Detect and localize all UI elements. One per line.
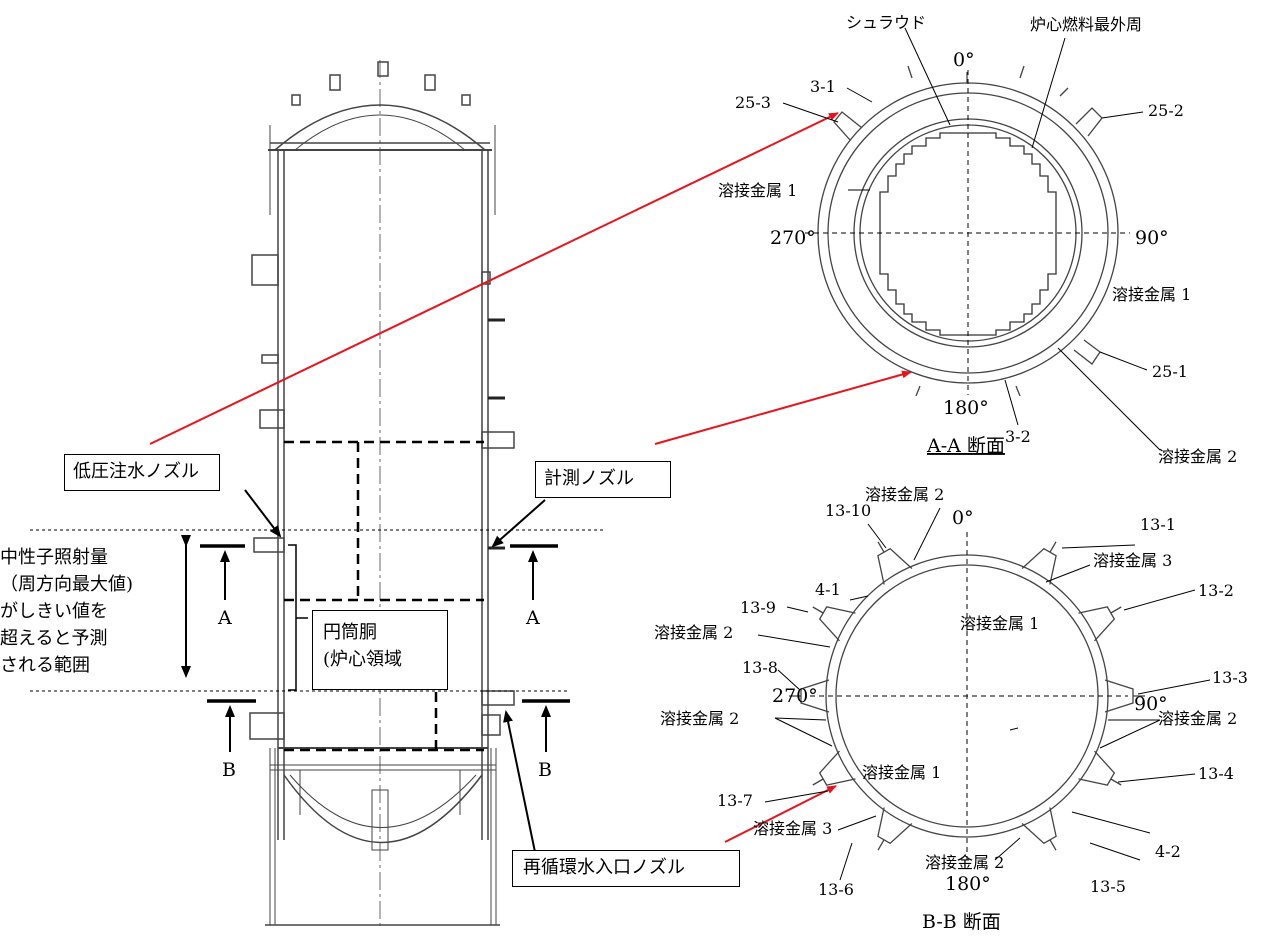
bb-13-2: 13-2 (1198, 581, 1234, 600)
bb-deg0: 0° (952, 507, 974, 529)
bb-deg180: 180° (945, 873, 991, 895)
bb-nozzle-tip (877, 541, 885, 553)
neutron-fluence-region-text: 中性子照射量 （周方向最大値) がしきい値を 超えると予測 される範囲 (0, 547, 134, 676)
bb-nozzle-tip (1110, 778, 1122, 786)
bb-nozzle-tip (1049, 541, 1057, 553)
shell-bracket (288, 544, 308, 691)
bb-weld2-top: 溶接金属 2 (865, 485, 944, 504)
section-b-left-label: B (222, 759, 236, 781)
aa-25-2: 25-2 (1148, 101, 1184, 120)
section-b-right-label: B (538, 759, 552, 781)
bb-weld1-tr: 溶接金属 1 (960, 614, 1039, 633)
bb-deg90: 90° (1134, 693, 1168, 715)
red-arrow-recirc-to-bb (724, 785, 837, 843)
cylindrical-shell-label: 円筒胴 (炉心領域 (312, 610, 448, 690)
bb-13-5: 13-5 (1090, 877, 1126, 896)
reactor-vessel-drawing (249, 60, 515, 930)
aa-weld2: 溶接金属 2 (1158, 447, 1237, 466)
bb-weld3-tr: 溶接金属 3 (1093, 551, 1172, 570)
section-a-left-label: A (217, 607, 232, 629)
bb-deg270: 270° (772, 685, 818, 707)
bb-nozzle-tip (812, 606, 824, 614)
aa-core-outer-label: 炉心燃料最外周 (1030, 15, 1142, 34)
lp-nozzle-leader (244, 489, 282, 538)
aa-deg0: 0° (953, 49, 975, 71)
lp-injection-nozzle-label: 低圧注水ノズル (64, 454, 220, 491)
bb-weld2-l1: 溶接金属 2 (654, 623, 733, 642)
instrumentation-nozzle-label: 計測ノズル (535, 461, 671, 498)
bb-weld3-bl: 溶接金属 3 (753, 819, 832, 838)
aa-deg90: 90° (1135, 227, 1169, 249)
bb-weld1-bl: 溶接金属 1 (862, 763, 941, 782)
red-arrow-lp-to-aa (149, 112, 839, 445)
red-arrow-inst-to-aa (654, 370, 912, 445)
aa-3-1: 3-1 (810, 77, 836, 96)
aa-leaders (782, 27, 1161, 451)
aa-shroud-label: シュラウド (846, 13, 926, 32)
bb-13-8: 13-8 (742, 658, 778, 677)
bb-13-10: 13-10 (825, 501, 871, 520)
bb-weld2-r: 溶接金属 2 (1158, 709, 1237, 728)
inst-nozzle-leader (491, 499, 546, 548)
bb-4-2: 4-2 (1155, 842, 1181, 861)
bb-weld2-l2: 溶接金属 2 (660, 709, 739, 728)
bb-13-9: 13-9 (740, 598, 776, 617)
core-region-outline (284, 440, 484, 752)
recirc-inlet-nozzle-label: 再循環水入口ノズル (512, 850, 740, 887)
section-a-right-label: A (525, 607, 540, 629)
bb-13-3: 13-3 (1212, 668, 1248, 687)
bb-13-7: 13-7 (717, 791, 753, 810)
bb-13-6: 13-6 (818, 880, 854, 899)
aa-deg270: 270° (770, 227, 816, 249)
bb-nozzle-tip (1110, 606, 1122, 614)
bb-nozzle-tip (812, 778, 824, 786)
aa-deg180: 180° (943, 397, 989, 419)
bb-nozzle-tip (1049, 839, 1057, 851)
aa-25-1: 25-1 (1152, 362, 1188, 381)
bb-weld2-bot: 溶接金属 2 (925, 853, 1004, 872)
aa-weld1-right: 溶接金属 1 (1112, 285, 1191, 304)
bb-13-1: 13-1 (1140, 515, 1176, 534)
bb-13-4: 13-4 (1198, 764, 1234, 783)
aa-3-2: 3-2 (1005, 427, 1031, 446)
bb-leaders (757, 507, 1211, 881)
bb-nozzle-tip (877, 839, 885, 851)
bb-title: B-B 断面 (922, 911, 1001, 933)
bb-4-1: 4-1 (815, 580, 841, 599)
recirc-nozzle-leader (503, 710, 536, 853)
aa-25-3: 25-3 (735, 93, 771, 112)
aa-title: A-A 断面 (926, 435, 1005, 457)
aa-weld1-left: 溶接金属 1 (718, 181, 797, 200)
